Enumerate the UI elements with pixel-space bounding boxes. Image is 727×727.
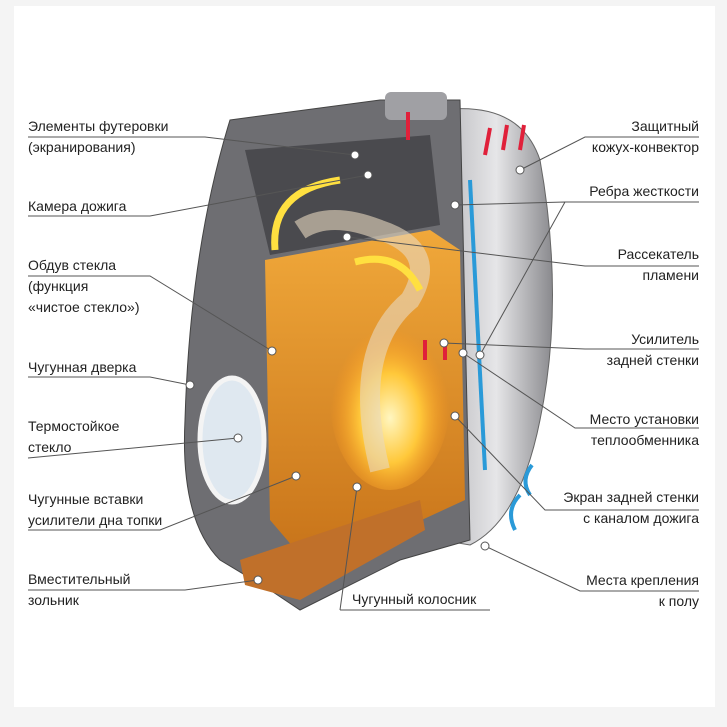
label-afterburn-chamber: Камера дожига — [28, 196, 126, 217]
label-line: Обдув стекла — [28, 257, 117, 273]
flow-arrow — [354, 255, 424, 292]
label-line: Место установки — [589, 411, 699, 427]
label-glass-airflow: Обдув стекла (функция «чистое стекло») — [28, 255, 140, 318]
label-convector-shell: Защитный кожух-конвектор — [592, 116, 699, 158]
label-line: к полу — [658, 593, 699, 609]
label-cast-iron-door: Чугунная дверка — [28, 357, 136, 378]
label-line: кожух-конвектор — [591, 139, 699, 155]
label-line: зольник — [28, 592, 79, 608]
label-line: Термостойкое — [28, 418, 120, 434]
leader-lines — [27, 136, 699, 611]
label-heat-resistant-glass: Термостойкое стекло — [28, 416, 119, 458]
label-line: Вместительный — [28, 571, 131, 587]
label-ash-pan: Вместительный зольник — [28, 569, 130, 611]
flame — [330, 310, 450, 490]
label-line: Чугунные вставки — [28, 491, 144, 507]
label-line: Элементы футеровки — [28, 118, 169, 134]
hot-air-arrows — [406, 112, 526, 360]
label-line: Чугунная дверка — [28, 359, 137, 375]
label-line: с каналом дожига — [583, 510, 699, 526]
ash-pan — [240, 500, 425, 600]
label-floor-mounts: Места крепления к полу — [586, 570, 699, 612]
label-back-wall-reinforcer: Усилитель задней стенки — [607, 329, 699, 371]
label-lining-elements: Элементы футеровки (экранирования) — [28, 116, 168, 158]
label-line: Места крепления — [586, 572, 699, 588]
label-line: пламени — [642, 267, 700, 283]
label-line: задней стенки — [606, 352, 699, 368]
label-stiffening-ribs: Ребра жесткости — [589, 181, 699, 202]
label-line: Камера дожига — [28, 198, 127, 214]
label-line: (экранирования) — [28, 139, 136, 155]
label-line: Чугунный колосник — [352, 591, 477, 607]
label-line: Защитный — [631, 118, 699, 134]
label-flame-divider: Рассекатель пламени — [618, 244, 699, 286]
label-cast-iron-inserts: Чугунные вставки усилители дна топки — [28, 489, 162, 531]
label-line: Усилитель — [631, 331, 699, 347]
label-line: усилители дна топки — [28, 512, 163, 528]
label-line: «чистое стекло») — [28, 299, 140, 315]
label-line: Рассекатель — [617, 246, 699, 262]
smoke — [294, 210, 430, 473]
door-glass — [197, 375, 267, 505]
label-line: стекло — [28, 439, 72, 455]
label-line: (функция — [28, 278, 89, 294]
label-back-wall-screen: Экран задней стенки с каналом дожига — [563, 487, 699, 529]
chimney — [385, 92, 447, 120]
callout-dots — [185, 150, 525, 585]
label-grate: Чугунный колосник — [352, 589, 476, 610]
label-line: Ребра жесткости — [589, 183, 699, 199]
label-heat-exchanger-mount: Место установки теплообменника — [590, 409, 699, 451]
label-line: теплообменника — [590, 432, 699, 448]
label-line: Экран задней стенки — [563, 489, 699, 505]
